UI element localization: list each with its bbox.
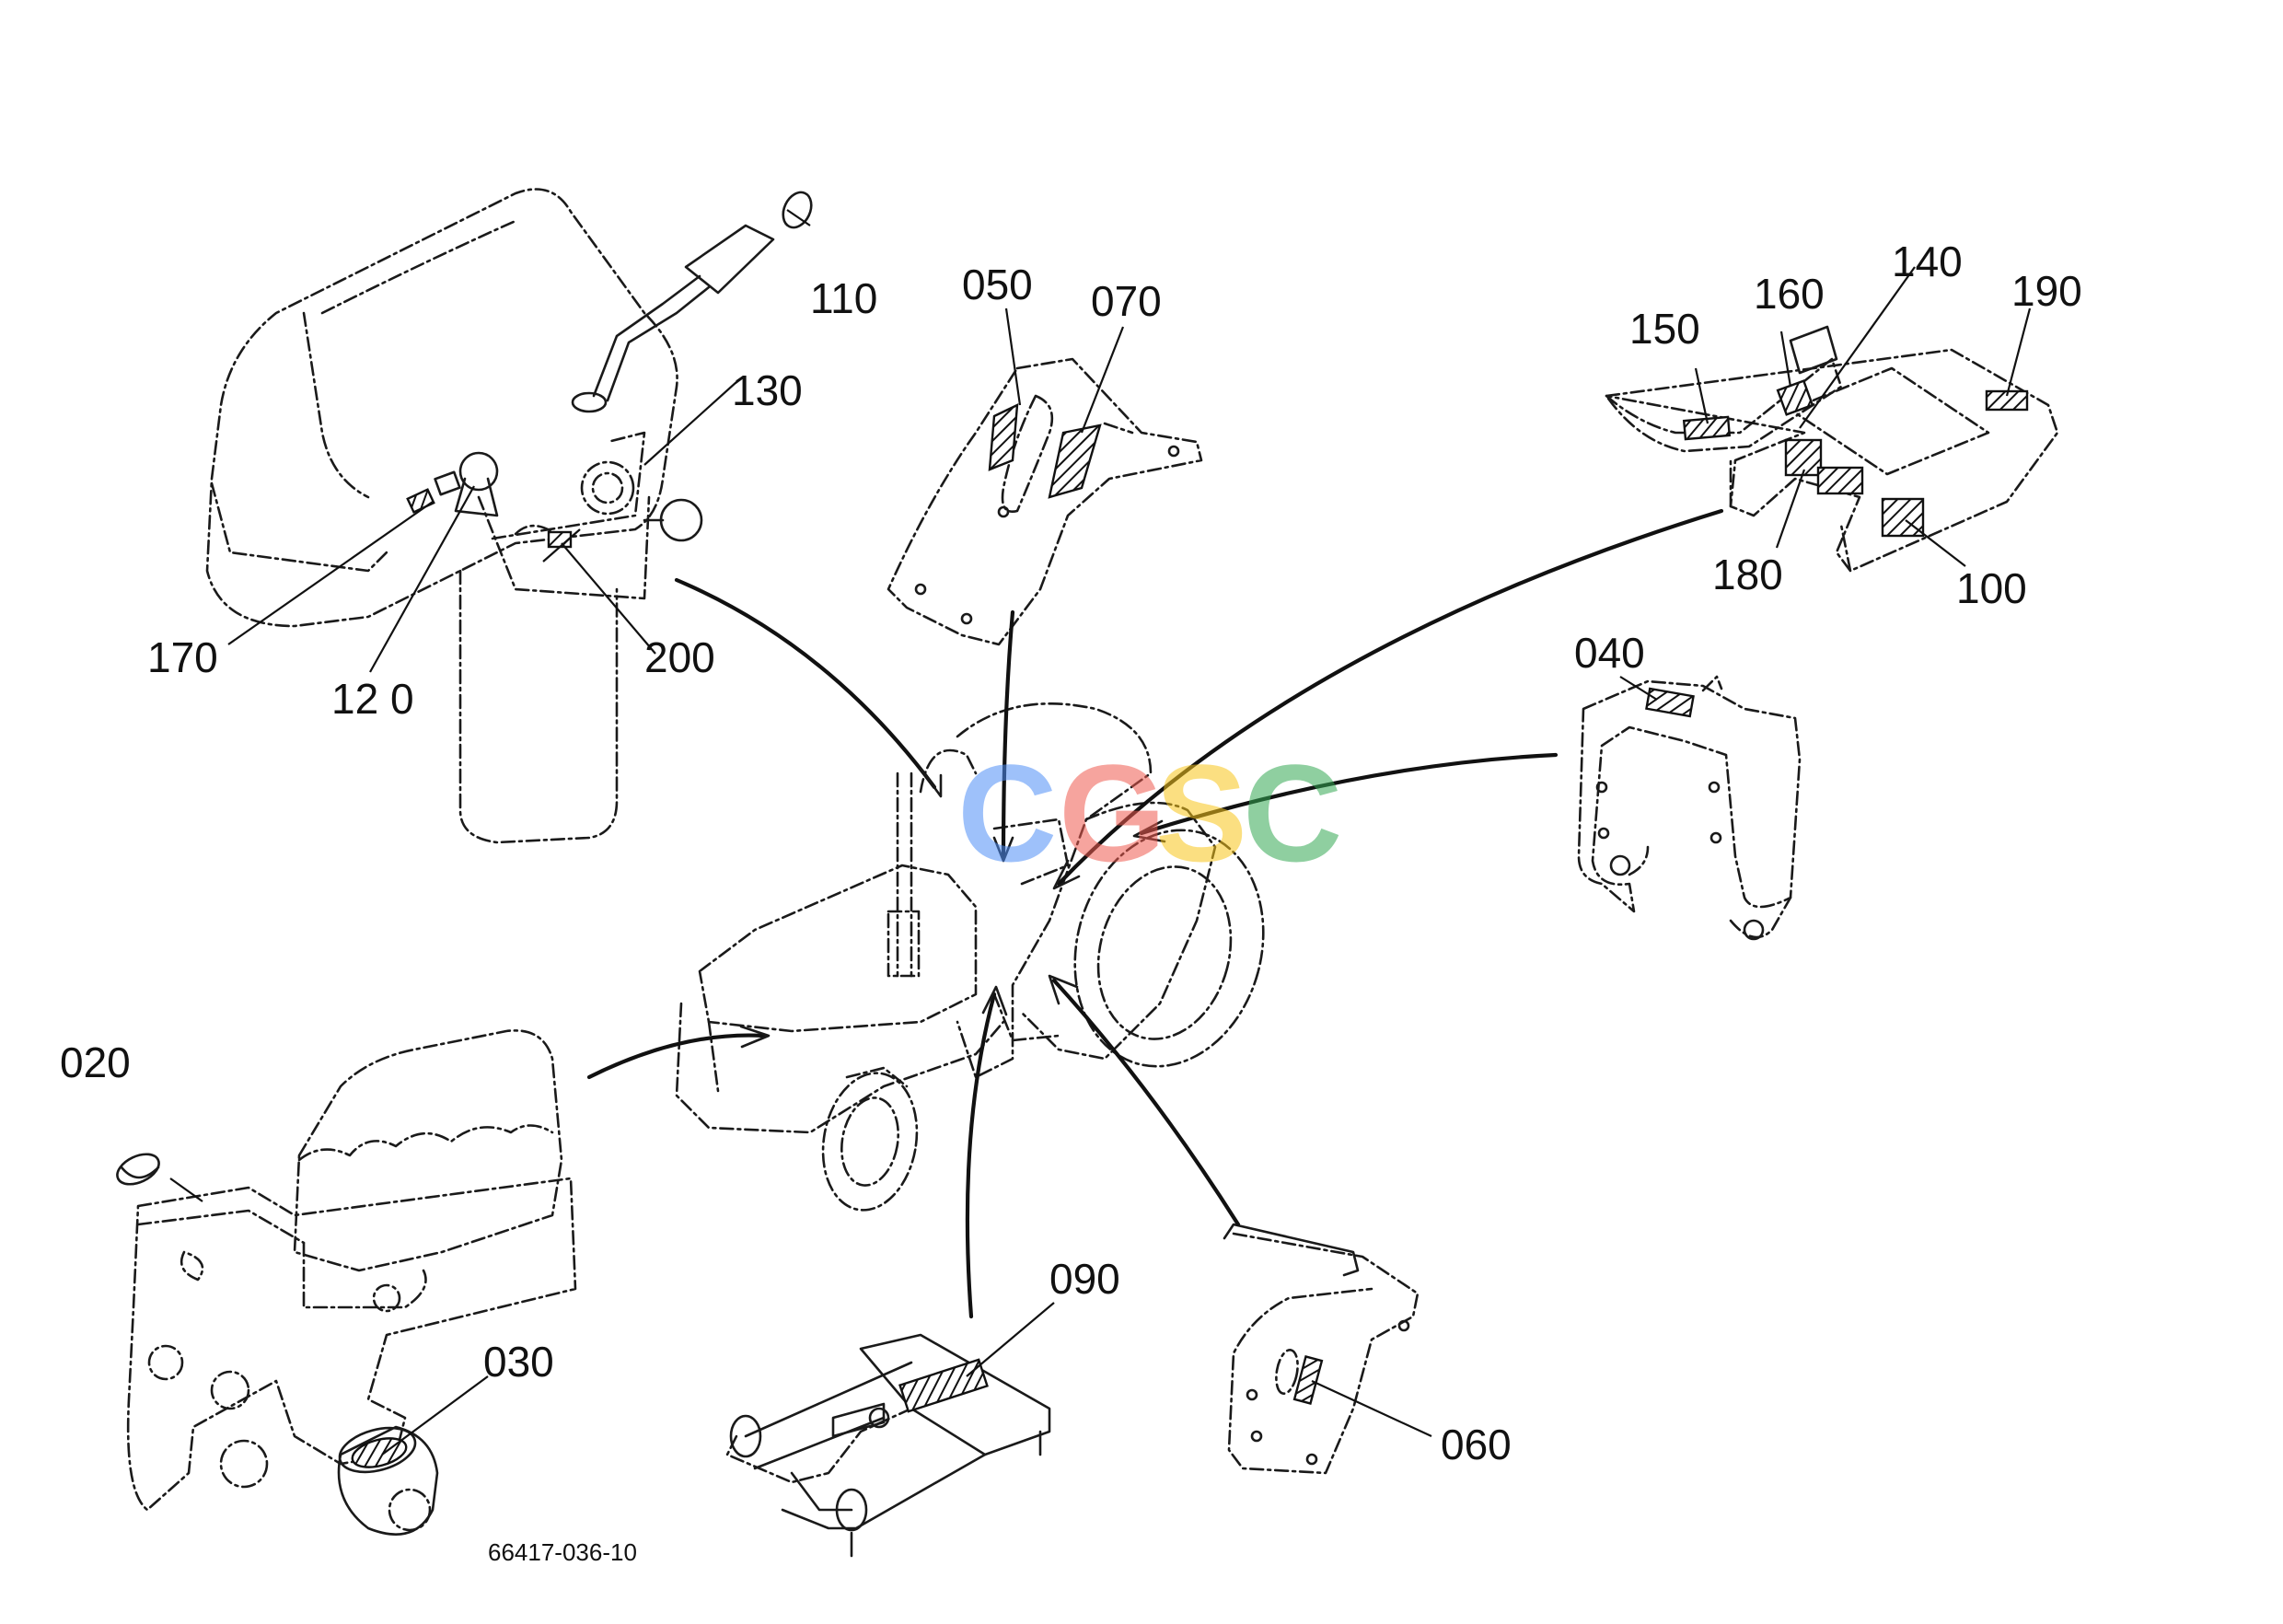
rops-bracket xyxy=(1577,675,1802,941)
watermark-letter-c1: C xyxy=(957,736,1057,890)
label-160: 160 xyxy=(1754,270,1825,318)
label-090: 090 xyxy=(1049,1255,1120,1303)
lever-guide-plate xyxy=(887,357,1203,646)
watermark-letter-s: S xyxy=(1155,736,1247,890)
label-200: 200 xyxy=(644,633,715,681)
oil-filter xyxy=(337,1425,439,1536)
label-100: 100 xyxy=(1956,564,2027,612)
label-150: 150 xyxy=(1629,305,1700,353)
label-190: 190 xyxy=(2011,267,2082,315)
label-110: 110 xyxy=(810,274,877,322)
label-050: 050 xyxy=(962,261,1033,308)
label-120: 12 0 xyxy=(331,675,414,723)
label-140: 140 xyxy=(1892,238,1963,285)
engine-block xyxy=(126,1029,577,1512)
label-020: 020 xyxy=(60,1038,131,1086)
pedal-assembly xyxy=(1605,325,2059,573)
label-070: 070 xyxy=(1091,277,1162,325)
dashboard-assembly xyxy=(205,188,813,844)
tractor-body xyxy=(675,702,1265,1212)
label-030: 030 xyxy=(483,1338,554,1386)
location-arrows xyxy=(586,508,1724,1319)
label-040: 040 xyxy=(1574,629,1645,677)
drawing-code: 66417-036-10 xyxy=(488,1538,637,1566)
watermark-letter-g: G xyxy=(1059,736,1166,890)
watermark-letter-c2: C xyxy=(1243,736,1342,890)
rear-plate xyxy=(1223,1223,1420,1475)
leader-lines xyxy=(169,209,2032,1456)
watermark: C G S C xyxy=(957,736,1342,890)
part-labels: 110 130 170 12 0 200 050 070 150 160 140… xyxy=(60,238,2082,1566)
oil-cap xyxy=(116,1153,160,1186)
label-130: 130 xyxy=(732,366,803,414)
label-180: 180 xyxy=(1712,551,1783,598)
label-170: 170 xyxy=(147,633,218,681)
seat-frame xyxy=(725,1333,1051,1558)
label-060: 060 xyxy=(1441,1421,1512,1468)
